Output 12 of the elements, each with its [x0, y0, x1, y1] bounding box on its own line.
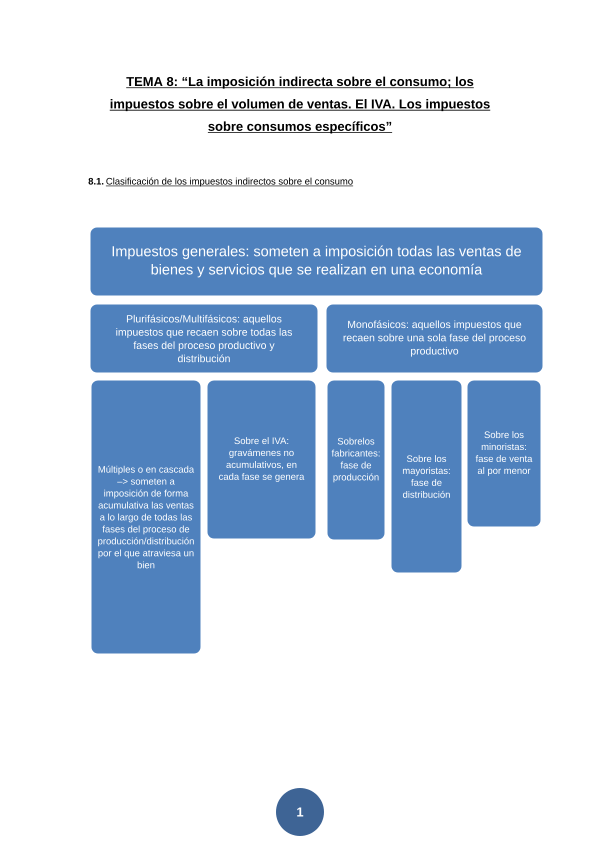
category-box: Monofásicos: aquellos impuestos que recaen sobre una sola fase del proceso productivo: [326, 304, 544, 374]
subcategory-box: Sobre los mayoristas: fase de distribución: [390, 380, 462, 574]
subcategory-box: Múltiples o en cascada –> someten a imposición de forma acumulativa las ventas a lo largo de todas las fases del proceso de producción/distribución por el que atraviesa un bien: [90, 380, 202, 654]
category-box: Impuestos generales: someten a imposición todas las ventas de bienes y servicios que se realizan en una economía: [90, 226, 544, 296]
subcategory-box: Sobre el IVA: gravámenes no acumulativos, en cada fase se genera: [206, 380, 316, 540]
category-box: Plurifásicos/Multifásicos: aquellos impuestos que recaen sobre todas las fases del proceso productivo y distribución: [90, 304, 318, 374]
subcategory-box: Sobre los minoristas: fase de venta al por menor: [466, 380, 542, 528]
section-number: 8.1.: [88, 178, 104, 185]
section-heading: Clasificación de los impuestos indirectos sobre el consumo: [106, 178, 354, 186]
subcategory-box: Sobrelos fabricantes: fase de producción: [326, 380, 386, 540]
page-number: 1: [276, 788, 324, 836]
title: TEMA 8: “La imposición indirecta sobre el consumo; los impuestos sobre el volumen de ventas. El IVA. Los impuestos sobre consumos específicos”: [109, 76, 491, 134]
